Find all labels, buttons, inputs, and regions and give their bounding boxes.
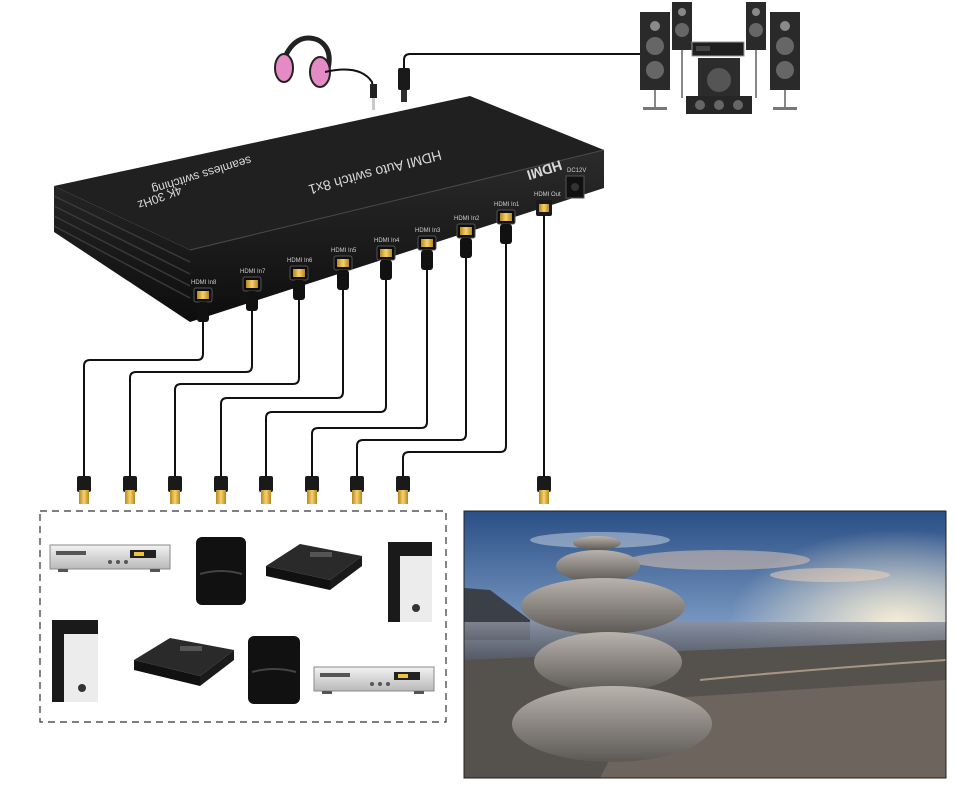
hdmi-cable <box>83 322 204 476</box>
hdmi-plug-tip <box>307 490 317 504</box>
hdmi-cables <box>77 244 507 504</box>
hdmi-cable-plug <box>396 476 410 492</box>
hdmi-plug-boot <box>337 270 349 290</box>
hdmi-output-cable: HDMI Out <box>534 192 561 504</box>
input-port-label: HDMI In4 <box>374 238 400 244</box>
input-port-label: HDMI In5 <box>331 248 357 254</box>
hdmi-cable <box>129 311 253 476</box>
hdmi-plug-boot <box>246 291 258 311</box>
pc-tower-icon <box>52 620 98 702</box>
hdmi-cable-plug <box>350 476 364 492</box>
set-top-box-icon <box>266 544 362 590</box>
input-port-label: HDMI In1 <box>494 202 520 208</box>
power-label: DC12V <box>567 168 586 174</box>
hdmi-cable <box>311 270 428 476</box>
set-top-box-icon <box>134 638 234 686</box>
hdmi-connector-plug <box>460 227 472 235</box>
input-ports: HDMI In8 HDMI In7 HDMI In6 HDMI In5 HDMI In4… <box>191 202 520 322</box>
output-port-label: HDMI Out <box>534 192 561 198</box>
hdmi-plug-tip <box>352 490 362 504</box>
hdmi-plug-tip <box>125 490 135 504</box>
dvd-player-icon <box>313 666 435 694</box>
hdmi-connector-plug <box>246 280 258 288</box>
hdmi-plug-boot <box>421 250 433 270</box>
hdmi-plug-tip <box>216 490 226 504</box>
hdmi-plug-tip <box>398 490 408 504</box>
hdmi-connector-plug <box>293 269 305 277</box>
input-port-label: HDMI In6 <box>287 258 313 264</box>
sources-group-border <box>39 510 447 723</box>
hdmi-connector-plug <box>421 239 433 247</box>
hdmi-plug-boot <box>460 238 472 258</box>
display-screen <box>463 510 947 779</box>
hdmi-cable-plug <box>305 476 319 492</box>
hdmi-plug-boot <box>293 280 305 300</box>
hdmi-switcher-device: HDMI HDMI Auto switch 8x1 4K 30Hz seamle… <box>53 96 605 322</box>
input-port-label: HDMI In8 <box>191 280 217 286</box>
input-port-label: HDMI In7 <box>240 269 266 275</box>
hdmi-cable <box>402 244 507 476</box>
hdmi-plug-tip <box>170 490 180 504</box>
hdmi-plug-boot <box>500 224 512 244</box>
pc-tower-icon <box>388 542 432 622</box>
hdmi-cable-plug <box>214 476 228 492</box>
hdmi-plug-tip <box>261 490 271 504</box>
home-theater-speakers-icon <box>640 2 800 114</box>
hdmi-cable-plug <box>168 476 182 492</box>
game-console-icon <box>248 636 300 704</box>
input-port-label: HDMI In3 <box>415 228 441 234</box>
hdmi-plug-boot <box>197 302 209 322</box>
game-console-icon <box>196 537 246 605</box>
input-port-label: HDMI In2 <box>454 216 480 222</box>
hdmi-cable <box>356 258 467 476</box>
headphones-icon <box>274 35 377 110</box>
hdmi-cable <box>265 280 387 476</box>
hdmi-plug-boot <box>380 260 392 280</box>
dvd-player-icon <box>49 544 171 572</box>
hdmi-connector-plug <box>380 249 392 257</box>
hdmi-cable-plug <box>259 476 273 492</box>
hdmi-plug-tip <box>79 490 89 504</box>
hdmi-connector-plug <box>500 213 512 221</box>
hdmi-cable <box>220 290 344 476</box>
hdmi-cable-plug <box>123 476 137 492</box>
hdmi-cable-plug <box>77 476 91 492</box>
hdmi-cable <box>174 300 300 476</box>
optical-audio-cable <box>398 53 650 102</box>
hdmi-connector-plug <box>337 259 349 267</box>
hdmi-connector-plug <box>197 291 209 299</box>
